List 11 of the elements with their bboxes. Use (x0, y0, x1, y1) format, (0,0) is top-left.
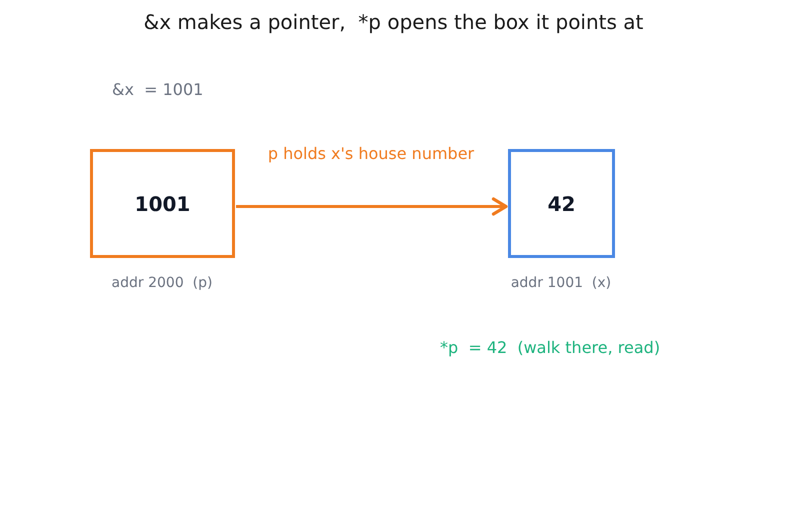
expression-note: &x = 1001 (112, 80, 204, 100)
expression-note: *p = 42 (walk there, read) (440, 338, 660, 358)
title: &x makes a pointer, *p opens the box it points at (142, 10, 644, 34)
memory-box (508, 149, 615, 258)
value-text: 42 (548, 192, 576, 216)
value-text: 1001 (134, 192, 190, 216)
address-caption: addr 2000 (p) (110, 275, 214, 292)
edge-label: p holds x's house number (266, 144, 476, 164)
arrow (236, 197, 508, 216)
address-caption: addr 1001 (x) (510, 275, 612, 292)
memory-box (90, 149, 235, 258)
